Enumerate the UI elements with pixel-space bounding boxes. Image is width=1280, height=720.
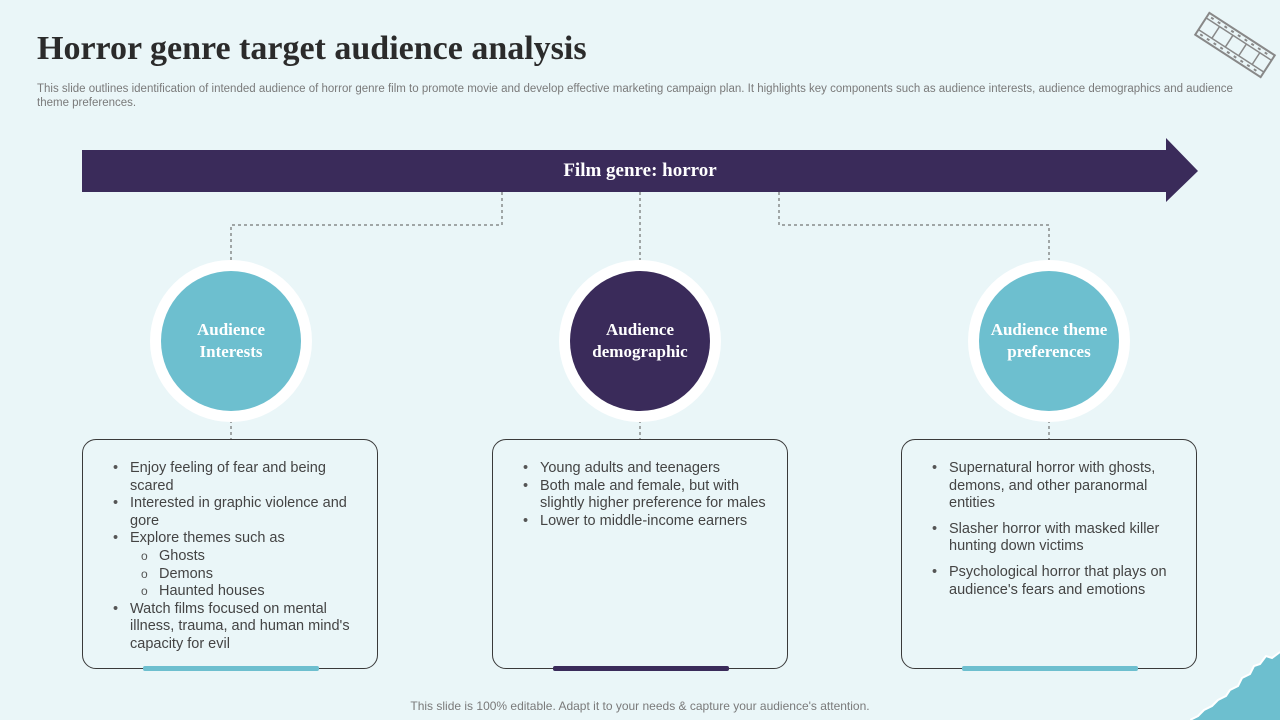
page-title: Horror genre target audience analysis bbox=[37, 30, 587, 67]
circle-audience-theme-preferences: Audience theme preferences bbox=[979, 271, 1119, 411]
theme-preferences-list: Supernatural horror with ghosts, demons,… bbox=[928, 460, 1178, 607]
interests-list: Enjoy feeling of fear and being scared I… bbox=[109, 460, 359, 654]
card-audience-interests: Enjoy feeling of fear and being scared I… bbox=[82, 439, 378, 671]
card-audience-demographic: Young adults and teenagers Both male and… bbox=[492, 439, 788, 671]
list-item: Explore themes such as Ghosts Demons Hau… bbox=[109, 530, 359, 600]
list-item: Enjoy feeling of fear and being scared bbox=[109, 460, 359, 495]
sub-list-item: Ghosts bbox=[130, 548, 359, 566]
list-item: Slasher horror with masked killer huntin… bbox=[928, 521, 1178, 556]
card-audience-theme-preferences: Supernatural horror with ghosts, demons,… bbox=[901, 439, 1197, 671]
circle-audience-demographic: Audience demographic bbox=[570, 271, 710, 411]
demographic-list: Young adults and teenagers Both male and… bbox=[519, 460, 769, 530]
list-item: Young adults and teenagers bbox=[519, 460, 769, 478]
list-item-text: Explore themes such as bbox=[130, 530, 285, 547]
list-item: Psychological horror that plays on audie… bbox=[928, 564, 1178, 599]
circle-ring-interests: Audience Interests bbox=[150, 260, 312, 422]
list-item: Interested in graphic violence and gore bbox=[109, 495, 359, 530]
sub-list: Ghosts Demons Haunted houses bbox=[130, 548, 359, 601]
list-item: Supernatural horror with ghosts, demons,… bbox=[928, 460, 1178, 513]
circle-ring-theme: Audience theme preferences bbox=[968, 260, 1130, 422]
page-subtitle: This slide outlines identification of in… bbox=[37, 83, 1233, 109]
card-accent-bar bbox=[553, 666, 729, 671]
card-accent-bar bbox=[962, 666, 1138, 671]
list-item: Lower to middle-income earners bbox=[519, 513, 769, 531]
torn-paper-corner bbox=[1190, 651, 1280, 720]
sub-list-item: Demons bbox=[130, 566, 359, 584]
list-item: Watch films focused on mental illness, t… bbox=[109, 601, 359, 654]
circle-ring-demographic: Audience demographic bbox=[559, 260, 721, 422]
footer-note: This slide is 100% editable. Adapt it to… bbox=[410, 699, 870, 713]
circle-audience-interests: Audience Interests bbox=[161, 271, 301, 411]
genre-arrow bbox=[82, 138, 1198, 202]
genre-arrow-label: Film genre: horror bbox=[563, 160, 717, 181]
list-item: Both male and female, but with slightly … bbox=[519, 478, 769, 513]
film-strip-icon bbox=[1193, 11, 1277, 79]
card-accent-bar bbox=[143, 666, 319, 671]
sub-list-item: Haunted houses bbox=[130, 583, 359, 601]
